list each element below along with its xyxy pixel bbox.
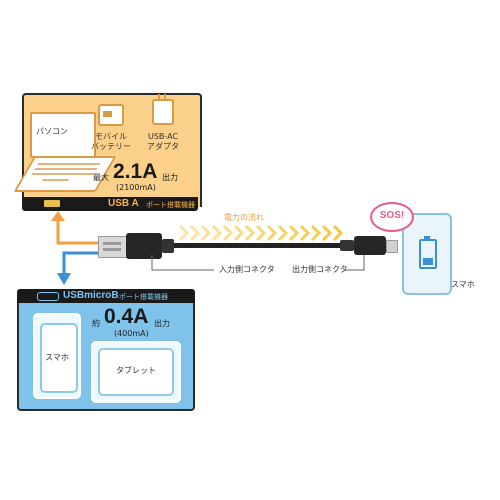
laptop-icon: パソコン — [30, 112, 96, 158]
tablet-card: タブレット — [91, 341, 181, 403]
microb-plug-metal — [386, 240, 398, 253]
flow-chevron — [222, 224, 234, 242]
power-flow-label: 電力の流れ — [224, 213, 264, 222]
usb-a-port-desc: ポート搭載機器 — [146, 201, 195, 209]
tablet-outline-icon — [98, 348, 174, 396]
usb-microb-port-type: USBmicroB — [63, 290, 119, 301]
mobile-battery-label: モバイル バッテリー — [91, 132, 131, 151]
usb-ac-adapter-icon — [152, 94, 174, 125]
right-phone-label: スマホ — [451, 280, 475, 289]
usb-a-label-bar: USB A ポート搭載機器 — [22, 197, 198, 211]
flow-chevron — [332, 224, 344, 242]
flow-chevron — [244, 224, 256, 242]
usb-microb-port-icon — [37, 292, 59, 301]
usb-microb-label-bar: USBmicroB ポート搭載機器 — [17, 289, 195, 303]
smartphone-icon — [402, 213, 452, 295]
usb-a-strain-relief — [162, 239, 174, 253]
approx-prefix: 約 — [92, 319, 100, 328]
output-connector-label: 出力側コネクタ — [292, 265, 348, 274]
source-output-value: 2.1A — [113, 160, 158, 183]
usb-microb-port-desc: ポート搭載機器 — [119, 293, 168, 301]
up-arrow-icon — [51, 211, 100, 245]
smartphone-card: スマホ — [33, 313, 81, 399]
dest-output-ma: (400mA) — [114, 329, 149, 338]
connection-arrows — [51, 211, 100, 285]
usb-a-port-type: USB A — [108, 198, 139, 209]
usb-a-plug-housing — [126, 233, 162, 259]
flow-chevron — [299, 224, 311, 242]
usb-a-plug-metal — [98, 236, 128, 258]
flow-chevron — [233, 224, 245, 242]
microb-strain-relief — [340, 240, 354, 251]
max-prefix: 最大 — [93, 173, 109, 182]
down-arrow-icon — [57, 251, 100, 285]
pc-label: パソコン — [36, 127, 68, 136]
dest-tablet-label: タブレット — [116, 366, 156, 375]
flow-chevron — [288, 224, 300, 242]
usb-a-port-icon — [44, 200, 60, 207]
sos-label: SOS! — [379, 210, 405, 221]
smartphone-outline-icon — [40, 323, 78, 393]
flow-chevron — [255, 224, 267, 242]
connector-leader-lines — [151, 255, 365, 271]
flow-chevron — [321, 224, 333, 242]
flow-chevron — [277, 224, 289, 242]
dest-smartphone-label: スマホ — [45, 353, 69, 362]
power-flow-arrows — [178, 224, 344, 242]
sos-bubble: SOS! — [370, 202, 414, 232]
flow-chevron — [266, 224, 278, 242]
mobile-battery-icon — [98, 104, 124, 126]
low-battery-icon — [419, 236, 437, 269]
flow-chevron — [189, 224, 201, 242]
flow-chevron — [310, 224, 322, 242]
flow-chevron — [211, 224, 223, 242]
dest-output-suffix: 出力 — [154, 319, 170, 328]
cable-wire — [174, 243, 344, 248]
source-output-suffix: 出力 — [162, 173, 178, 182]
usb-ac-adapter-label: USB-AC アダプタ — [147, 132, 179, 151]
flow-chevron — [200, 224, 212, 242]
flow-chevron — [178, 224, 190, 242]
input-connector-label: 入力側コネクタ — [219, 265, 275, 274]
source-output-ma: (2100mA) — [116, 183, 156, 192]
dest-output-value: 0.4A — [104, 305, 149, 328]
microb-plug-housing — [354, 236, 386, 255]
